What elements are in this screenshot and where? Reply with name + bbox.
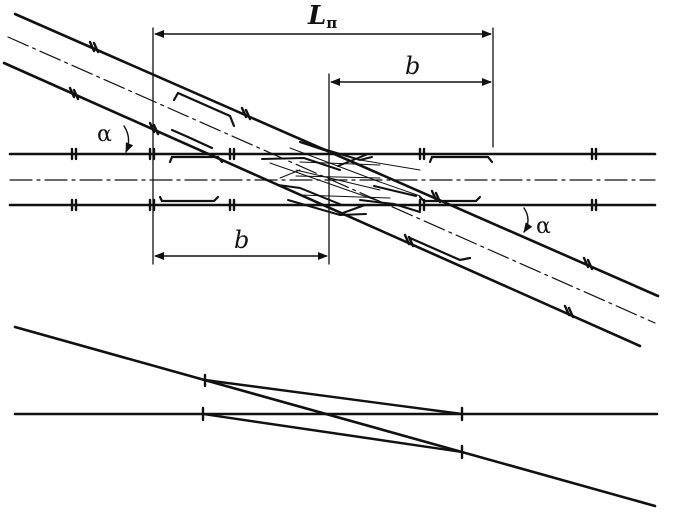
lower-joints (201, 373, 464, 460)
crossing-frogs (261, 141, 421, 217)
diagonal-rail-joints (68, 40, 594, 319)
angle-arc-right (523, 207, 533, 233)
length-symbol: L (307, 1, 326, 31)
length-label: Lп (307, 1, 337, 32)
diagonal-rail-top (13, 12, 660, 298)
horizontal-rail-joints (70, 147, 598, 212)
offset-label-top: b (405, 52, 420, 80)
length-subscript: п (326, 14, 337, 32)
upper-scheme (2, 12, 660, 348)
lower-crossover-line-b (201, 412, 464, 454)
guard-rails (158, 91, 494, 262)
offset-label-bottom: b (234, 226, 249, 254)
diagonal-track-centerline (7, 36, 656, 324)
lower-diagonal-line (13, 325, 657, 508)
dimension-extension-lines (152, 27, 494, 265)
angle-arc-left (123, 125, 134, 153)
angle-label-right: α (536, 214, 551, 239)
angle-label-left: α (97, 122, 112, 147)
lower-crossover-line-a (203, 378, 464, 416)
diagonal-rail-bottom (2, 61, 642, 348)
lower-scheme (13, 325, 659, 508)
